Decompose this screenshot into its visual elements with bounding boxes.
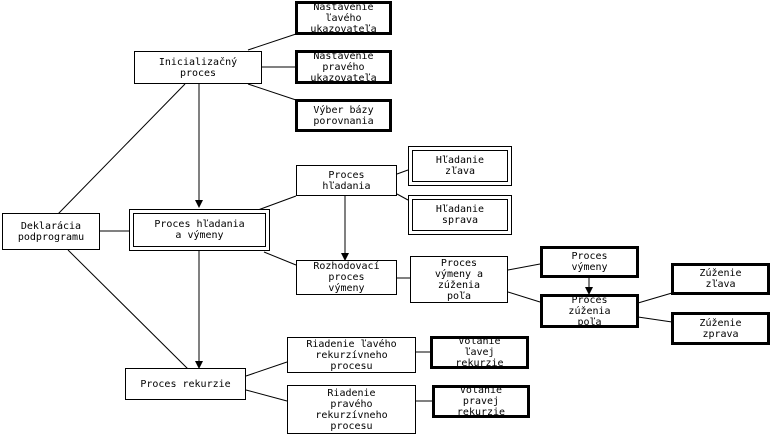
edge-hv-rozhodovaci: [263, 251, 297, 266]
edge-hv-hladania: [257, 195, 297, 211]
edge-zuz-zprava: [637, 316, 673, 323]
node-deklaracia[interactable]: Deklarácia podprogramu: [2, 213, 100, 250]
node-proces-vymeny-zuzenia[interactable]: Proces výmeny a zúženia poľa: [410, 256, 508, 303]
node-vyber-baze[interactable]: Výber bázy porovnania: [295, 99, 392, 132]
node-proces-vymeny[interactable]: Proces výmeny: [540, 246, 639, 278]
node-riadenie-laveho[interactable]: Riadenie ľavého rekurzívneho procesu: [287, 337, 416, 373]
edge-init-lavy: [247, 33, 297, 51]
node-volanie-pravej[interactable]: Volanie pravej rekurzie: [432, 385, 530, 418]
node-proces-hladania[interactable]: Proces hľadania: [296, 165, 397, 196]
edge-rek-lavy: [245, 361, 288, 377]
node-hladanie-zlava[interactable]: Hľadanie zľava: [408, 146, 512, 186]
node-hladanie-sprava[interactable]: Hľadanie sprava: [408, 195, 512, 235]
edge-deklaracia-inicializacny: [57, 83, 186, 215]
node-hladanie-zlava-label: Hľadanie zľava: [412, 150, 508, 182]
edge-hladania-zlava: [396, 169, 409, 175]
node-proces-zuzenia[interactable]: Proces zúženia poľa: [540, 294, 639, 328]
node-volanie-lavej[interactable]: Volanie ľavej rekurzie: [430, 336, 529, 369]
node-hladanie-sprava-label: Hľadanie sprava: [412, 199, 508, 231]
node-proces-hladania-vymeny[interactable]: Proces hľadania a výmeny: [129, 209, 270, 251]
node-nastavenie-laveho[interactable]: Nastavenie ľavého ukazovateľa: [295, 1, 392, 35]
node-proces-rekurzie[interactable]: Proces rekurzie: [125, 368, 246, 400]
node-rozhodovaci[interactable]: Rozhodovací proces výmeny: [296, 260, 397, 295]
node-riadenie-praveho[interactable]: Riadenie pravého rekurzívneho procesu: [287, 385, 416, 434]
edge-rek-pravy: [245, 389, 288, 402]
node-zuzenie-zlava[interactable]: Zúženie zľava: [671, 263, 770, 295]
node-nastavenie-praveho[interactable]: Nastavenie pravého ukazovateľa: [295, 50, 392, 84]
edge-deklaracia-rekurzie: [67, 249, 191, 372]
node-proces-hladania-vymeny-label: Proces hľadania a výmeny: [133, 213, 266, 247]
node-inicializacny[interactable]: Inicializačný proces: [134, 51, 262, 84]
edge-vz-zuzenia: [507, 291, 541, 303]
edge-zuz-zlava: [637, 292, 673, 304]
node-zuzenie-zprava[interactable]: Zúženie zprava: [671, 312, 770, 345]
edge-hladania-sprava: [396, 193, 409, 201]
edge-init-baza: [247, 83, 297, 101]
edge-vz-vymeny: [507, 263, 541, 271]
